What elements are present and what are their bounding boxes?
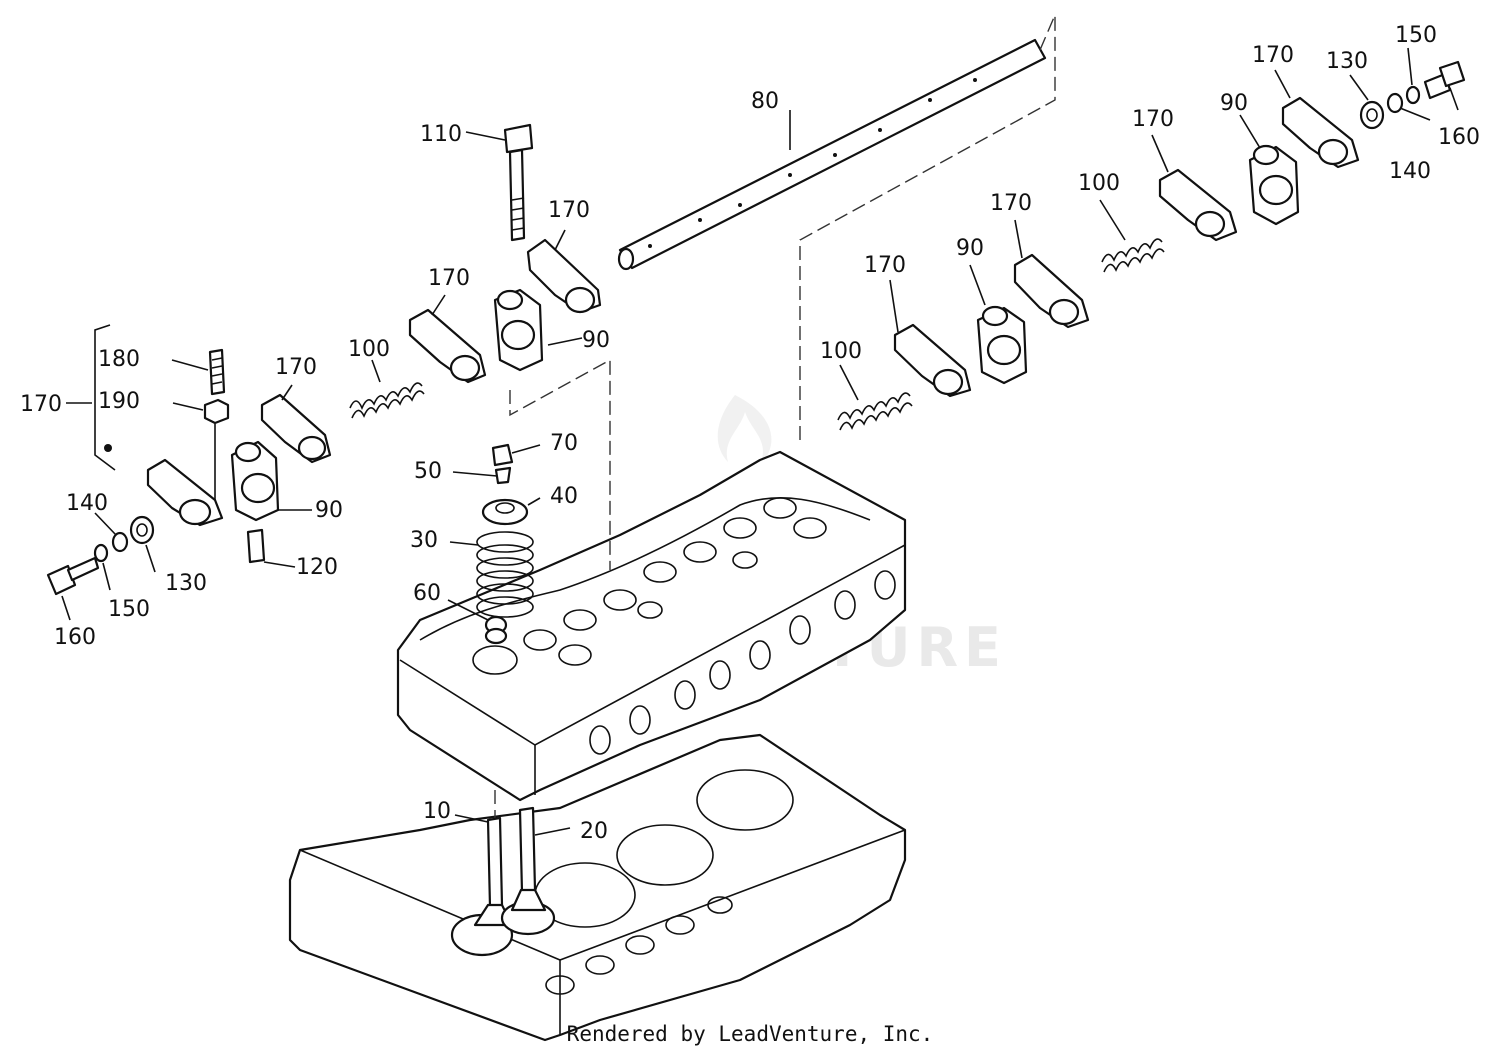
callout-120: 120 <box>296 555 338 580</box>
group-bracket <box>94 324 116 471</box>
valve-10 <box>450 816 514 957</box>
callout-90: 90 <box>315 498 343 523</box>
bolt-110 <box>503 123 534 242</box>
callout-90: 90 <box>582 328 610 353</box>
callout-130: 130 <box>165 571 207 596</box>
callout-60: 60 <box>413 581 441 606</box>
rocker-shaft <box>617 38 1047 271</box>
callout-90: 90 <box>956 236 984 261</box>
rocker-arm-3 <box>260 393 332 464</box>
callout-170: 170 <box>1252 43 1294 68</box>
rocker-bracket-3 <box>976 305 1028 385</box>
watermark-logo <box>717 395 772 465</box>
spring-100-right-lower <box>837 392 913 431</box>
rocker-arm-2 <box>408 308 487 384</box>
callout-140: 140 <box>1389 159 1431 184</box>
valve-cap-70 <box>491 443 514 467</box>
callout-170: 170 <box>1132 107 1174 132</box>
bolt-160-left <box>46 556 100 596</box>
callout-160: 160 <box>54 625 96 650</box>
washer-150-left <box>93 543 109 563</box>
callout-100: 100 <box>348 337 390 362</box>
callout-90: 90 <box>1220 91 1248 116</box>
callout-190: 190 <box>98 389 140 414</box>
callout-80: 80 <box>751 89 779 114</box>
rocker-bracket-2 <box>230 440 280 522</box>
callout-170: 170 <box>990 191 1032 216</box>
valve-spring-30 <box>476 531 534 618</box>
collet-50 <box>494 466 512 485</box>
callout-labels: 80 110 170 170 90 100 170 180 190 170 90… <box>20 23 1480 844</box>
rocker-arm-4 <box>146 458 224 527</box>
callout-150: 150 <box>1395 23 1437 48</box>
callout-100: 100 <box>1078 171 1120 196</box>
callout-50: 50 <box>414 459 442 484</box>
bolt-160-right <box>1423 60 1466 100</box>
callout-110: 110 <box>420 122 462 147</box>
rocker-arm-7 <box>1158 168 1238 242</box>
callout-70: 70 <box>550 431 578 456</box>
callout-170: 170 <box>548 198 590 223</box>
callout-40: 40 <box>550 484 578 509</box>
callout-30: 30 <box>410 528 438 553</box>
washer-130-left <box>129 515 155 545</box>
engine-block <box>288 733 907 1042</box>
washer-150-right <box>1405 85 1421 105</box>
nut-190 <box>203 398 230 425</box>
valve-20 <box>500 806 556 936</box>
group-dot <box>104 444 112 452</box>
rocker-bracket-4 <box>1248 144 1300 226</box>
spring-100-left <box>349 382 425 419</box>
callout-20: 20 <box>580 819 608 844</box>
callout-150: 150 <box>108 597 150 622</box>
shaft-dash-line <box>799 14 1056 445</box>
rocker-arm-8 <box>1281 96 1360 169</box>
callout-130: 130 <box>1326 49 1368 74</box>
callout-100: 100 <box>820 339 862 364</box>
callout-160: 160 <box>1438 125 1480 150</box>
callout-10: 10 <box>423 799 451 824</box>
rocker-arm-6 <box>1013 253 1090 329</box>
rocker-bracket-1 <box>493 288 544 372</box>
washer-140-right <box>1386 92 1404 114</box>
callout-170: 170 <box>428 266 470 291</box>
callout-170-group: 170 <box>20 392 62 417</box>
center-dash-line <box>509 358 611 570</box>
valve-seal-60 <box>484 615 508 645</box>
rocker-arm-5 <box>893 323 972 398</box>
washer-140-left <box>111 531 129 553</box>
footer-credit: Rendered by LeadVenture, Inc. <box>566 1022 934 1046</box>
callout-170: 170 <box>275 355 317 380</box>
callout-140: 140 <box>66 491 108 516</box>
retainer-40 <box>481 498 529 526</box>
callout-170: 170 <box>864 253 906 278</box>
washer-130-right <box>1359 100 1385 130</box>
pin-120 <box>246 528 266 564</box>
adjusting-screw-180 <box>208 348 226 396</box>
leader-lines <box>61 47 1459 836</box>
spring-100-right-upper <box>1101 238 1165 273</box>
rocker-arm-1 <box>526 238 602 314</box>
cylinder-head <box>396 450 907 802</box>
callout-180: 180 <box>98 347 140 372</box>
